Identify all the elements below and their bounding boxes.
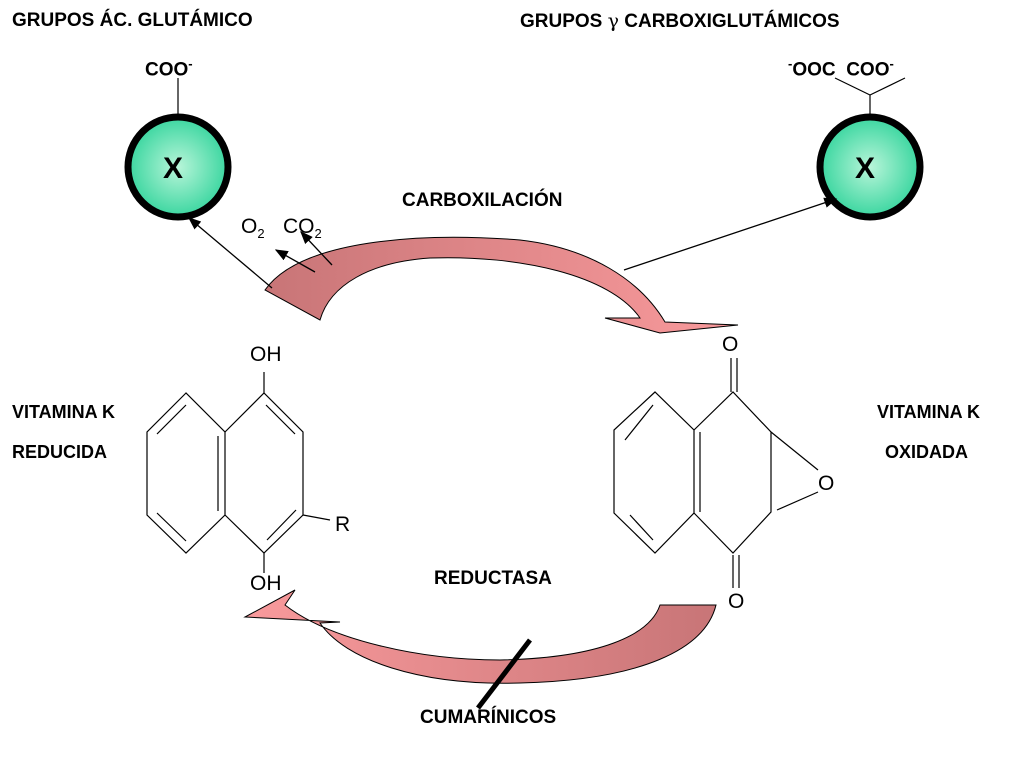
ooc-coo-label-right: -OOC COO- bbox=[788, 56, 894, 81]
title-glutamic-groups: GRUPOS ÁC. GLUTÁMICO bbox=[12, 10, 253, 31]
o-top-label: O bbox=[722, 333, 739, 356]
oxidized-vitamin-k-structure bbox=[613, 358, 819, 588]
o2-text: O bbox=[241, 215, 258, 238]
sphere-label-left: X bbox=[163, 152, 184, 185]
coumarins-label: CUMARÍNICOS bbox=[420, 707, 557, 728]
r-group-label: R bbox=[335, 513, 351, 536]
o-epoxide-label: O bbox=[818, 472, 835, 495]
charge: - bbox=[188, 56, 193, 71]
coo-label-left: COO- bbox=[145, 56, 193, 81]
charge: - bbox=[889, 56, 894, 71]
title-carboxyglutamic-groups: GRUPOS γ CARBOXIGLUTÁMICOS bbox=[520, 10, 840, 33]
inhibition-bar bbox=[476, 638, 532, 710]
co2-arrow bbox=[300, 231, 333, 266]
reductase-arrow bbox=[243, 589, 717, 684]
gamma-symbol: γ bbox=[607, 10, 619, 32]
coo-text: COO bbox=[846, 59, 890, 81]
charge: - bbox=[788, 56, 793, 71]
subscript: 2 bbox=[314, 226, 322, 242]
arrow-to-right-sphere bbox=[623, 197, 838, 271]
oxidized-label-line1: VITAMINA K bbox=[877, 402, 980, 422]
protein-sphere-right bbox=[816, 113, 924, 221]
reduced-label-line1: VITAMINA K bbox=[12, 402, 115, 422]
o2-arrow bbox=[274, 249, 316, 273]
co2-label: CO2 bbox=[283, 215, 322, 241]
reductase-label: REDUCTASA bbox=[434, 568, 552, 589]
reduced-label-line2: REDUCIDA bbox=[12, 442, 108, 462]
title-prefix: GRUPOS bbox=[520, 11, 608, 32]
o2-label: O2 bbox=[241, 215, 265, 241]
carboxylation-arrow bbox=[264, 236, 739, 334]
carboxylation-label: CARBOXILACIÓN bbox=[402, 190, 563, 211]
oxidized-label-line2: OXIDADA bbox=[885, 442, 969, 462]
subscript: 2 bbox=[257, 226, 265, 242]
ooc-text: OOC bbox=[792, 59, 836, 81]
sphere-label-right: X bbox=[855, 152, 876, 185]
protein-sphere-left bbox=[124, 113, 232, 221]
reduced-vitamin-k-structure bbox=[146, 372, 331, 573]
coo-text: COO bbox=[145, 59, 189, 81]
title-suffix: CARBOXIGLUTÁMICOS bbox=[618, 11, 840, 32]
oh-bottom-label: OH bbox=[250, 572, 282, 595]
o-bottom-label: O bbox=[728, 590, 745, 613]
oh-top-label: OH bbox=[250, 343, 282, 366]
arrow-to-left-sphere bbox=[188, 217, 273, 289]
co2-text: CO bbox=[283, 215, 315, 238]
